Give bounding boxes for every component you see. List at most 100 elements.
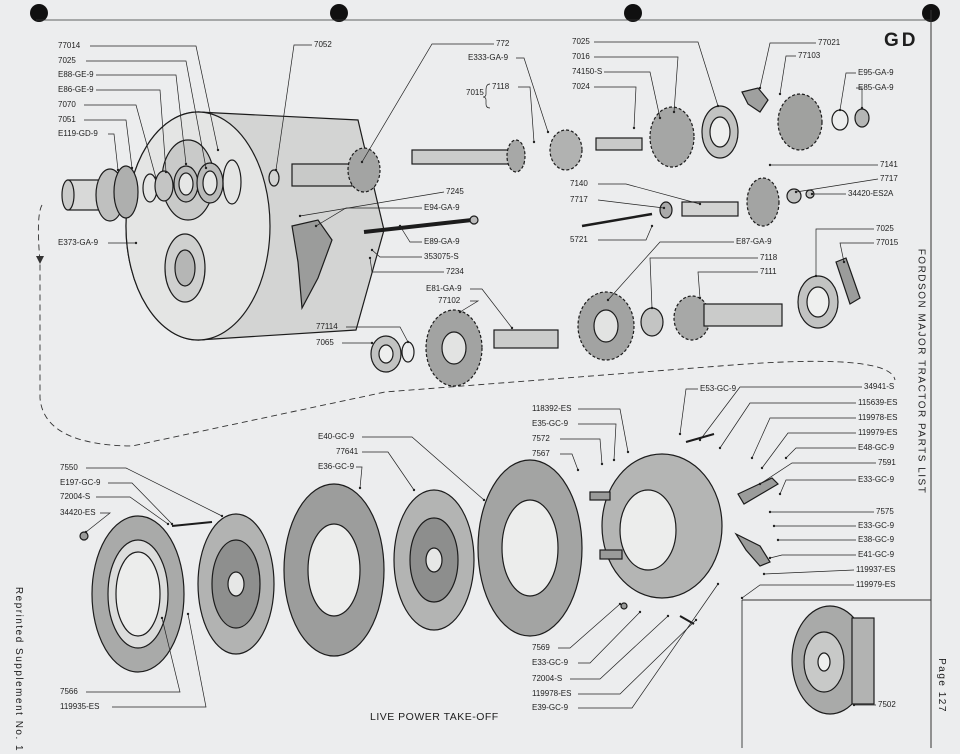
leader-dot bbox=[776, 538, 780, 542]
callout-7502: 7502 bbox=[878, 700, 896, 709]
leader-line bbox=[85, 512, 112, 533]
leader-dot bbox=[662, 206, 666, 210]
leader-line bbox=[108, 482, 173, 525]
leader-line bbox=[275, 44, 312, 171]
assembled-clutch-inset bbox=[741, 599, 931, 748]
output-shaft bbox=[577, 257, 861, 361]
leader-dot bbox=[626, 450, 630, 454]
callout-E81: E81-GA-9 bbox=[426, 284, 462, 293]
leader-line bbox=[96, 74, 187, 165]
leader-dot bbox=[814, 274, 818, 278]
callout-7566: 7566 bbox=[60, 687, 78, 696]
leader-line bbox=[356, 466, 363, 489]
callout-7140: 7140 bbox=[570, 179, 588, 188]
callout-7550: 7550 bbox=[60, 463, 78, 472]
callout-7015: 7015 bbox=[466, 88, 484, 97]
leader-line bbox=[697, 271, 758, 299]
callout-72004b: 72004-S bbox=[532, 674, 562, 683]
leader-dot bbox=[458, 310, 462, 314]
input-shaft bbox=[411, 129, 643, 173]
leader-dot bbox=[860, 106, 864, 110]
leader-dot bbox=[314, 224, 318, 228]
leader-dot bbox=[768, 510, 772, 514]
leader-dot bbox=[612, 458, 616, 462]
leader-line bbox=[459, 300, 480, 313]
leader-dot bbox=[716, 582, 720, 586]
leader-dot bbox=[370, 248, 374, 252]
leader-dot bbox=[698, 438, 702, 442]
callout-E33b: E33-GC-9 bbox=[858, 521, 895, 530]
callout-E95: E95-GA-9 bbox=[858, 68, 894, 77]
leader-dot bbox=[204, 166, 208, 170]
leader-line bbox=[785, 447, 856, 459]
leader-dot bbox=[716, 104, 720, 108]
diagram-caption: LIVE POWER TAKE-OFF bbox=[370, 711, 499, 723]
callout-34941: 34941-S bbox=[864, 382, 894, 391]
leader-line bbox=[839, 242, 874, 263]
leader-line bbox=[86, 60, 207, 169]
leader-dot bbox=[274, 168, 278, 172]
leader-dot bbox=[412, 488, 416, 492]
leader-line bbox=[84, 119, 133, 169]
callout-E36: E36-GC-9 bbox=[318, 462, 355, 471]
leader-dot bbox=[718, 446, 722, 450]
callout-34420b: 34420-ES bbox=[60, 508, 96, 517]
callout-E35: E35-GC-9 bbox=[532, 419, 569, 428]
leader-line bbox=[112, 613, 207, 708]
intermediate-plate bbox=[283, 483, 385, 657]
callout-77015: 77015 bbox=[876, 238, 899, 247]
callout-E88: E88-GE-9 bbox=[58, 70, 94, 79]
leader-dot bbox=[186, 612, 190, 616]
leader-line bbox=[96, 89, 167, 173]
callout-77641: 77641 bbox=[336, 447, 359, 456]
leader-dot bbox=[638, 610, 642, 614]
leader-line bbox=[578, 583, 719, 709]
leader-dot bbox=[368, 256, 372, 260]
callout-74150: 74150-S bbox=[572, 67, 602, 76]
leader-dot bbox=[810, 192, 814, 196]
leader-dot bbox=[750, 456, 754, 460]
leader-dot bbox=[758, 482, 762, 486]
callout-E38: E38-GC-9 bbox=[858, 535, 895, 544]
leader-line bbox=[299, 191, 445, 217]
leader-line bbox=[815, 228, 874, 276]
bevel-gear bbox=[649, 105, 739, 168]
pressure-plate bbox=[91, 515, 185, 673]
pto-housing bbox=[125, 111, 385, 341]
callout-E41: E41-GC-9 bbox=[858, 550, 895, 559]
callout-7575: 7575 bbox=[876, 507, 894, 516]
leader-line bbox=[399, 225, 422, 243]
callout-E40: E40-GC-9 bbox=[318, 432, 355, 441]
leader-dot bbox=[298, 214, 302, 218]
leader-dot bbox=[698, 202, 702, 206]
leader-line bbox=[594, 86, 637, 129]
group-brace bbox=[482, 83, 491, 109]
callout-7567: 7567 bbox=[532, 449, 550, 458]
callout-7717b: 7717 bbox=[570, 195, 588, 204]
leader-line bbox=[761, 432, 856, 469]
leader-dot bbox=[576, 468, 580, 472]
leader-line bbox=[594, 41, 719, 107]
binder-hole bbox=[30, 4, 48, 22]
callout-118392: 118392-ES bbox=[532, 404, 571, 413]
leader-dot bbox=[600, 462, 604, 466]
leader-dot bbox=[768, 163, 772, 167]
callout-7118b: 7118 bbox=[760, 253, 778, 262]
leader-line bbox=[779, 55, 796, 95]
leader-line bbox=[795, 178, 879, 193]
assembly-path bbox=[37, 204, 896, 447]
callout-7051: 7051 bbox=[58, 115, 76, 124]
leader-line bbox=[346, 326, 409, 343]
leader-line bbox=[90, 45, 219, 151]
callout-7070: 7070 bbox=[58, 100, 76, 109]
leader-dot bbox=[838, 108, 842, 112]
leader-dot bbox=[606, 298, 610, 302]
leader-dot bbox=[772, 524, 776, 528]
leader-line bbox=[570, 615, 669, 680]
leader-dot bbox=[740, 596, 744, 600]
clutch-disc-b bbox=[393, 489, 475, 631]
callout-labels: 7701470257070E88-GE-9E86-GE-97051E119-GD… bbox=[58, 37, 899, 712]
leader-dot bbox=[768, 556, 772, 560]
callout-353075: 353075-S bbox=[424, 252, 459, 261]
